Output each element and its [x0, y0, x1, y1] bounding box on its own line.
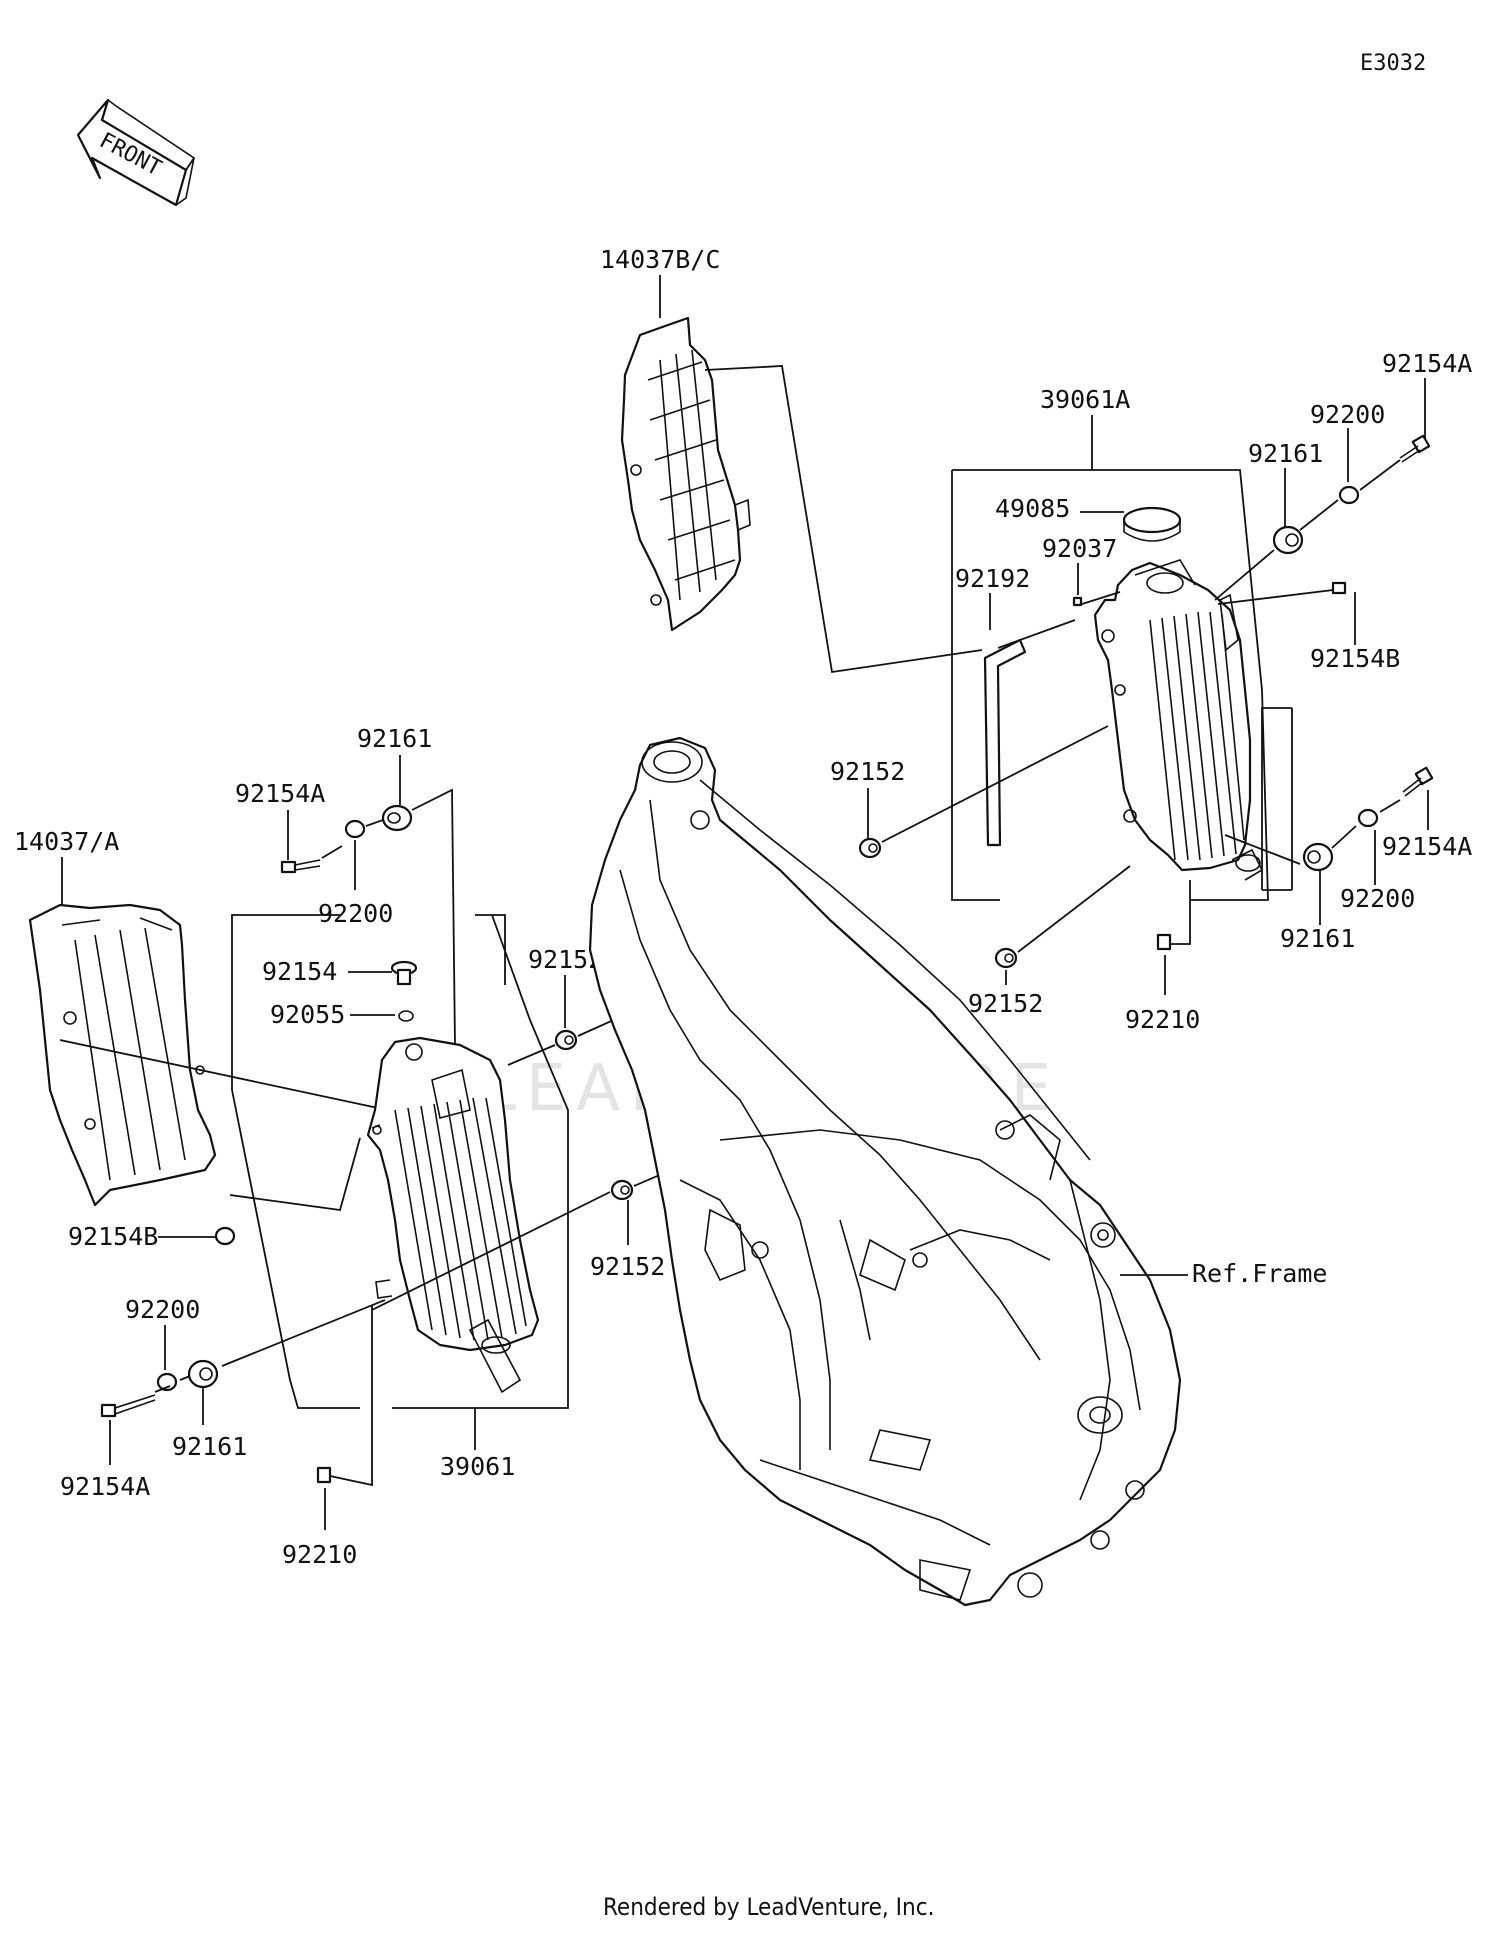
washer-92200-tr-icon	[1338, 485, 1360, 505]
overflow-hose-icon	[983, 638, 1027, 847]
grommet-92161-tr-icon	[1272, 525, 1304, 555]
washer-92200-r-icon	[1357, 808, 1379, 828]
footer-text: Rendered by LeadVenture, Inc.	[603, 1893, 934, 1921]
label-14037a: 14037/A	[14, 827, 119, 856]
label-92037: 92037	[1042, 534, 1117, 563]
leader-14037bc	[659, 275, 983, 674]
leader-92154b-r-axis	[1217, 589, 1334, 605]
washer-92200-l-icon	[344, 819, 366, 839]
radiator-right	[1093, 559, 1264, 881]
leader-14037a-axis	[59, 1039, 379, 1109]
label-ref-frame: Ref.Frame	[1192, 1259, 1327, 1288]
label-92161-l: 92161	[357, 724, 432, 753]
frame	[588, 736, 1182, 1607]
radiator-left	[366, 1036, 540, 1394]
bolt-92154a-l-icon	[280, 859, 321, 874]
grommet-92161-r-icon	[1302, 842, 1334, 872]
bolt-92154a-lb-icon	[100, 1394, 156, 1418]
label-92161-lb: 92161	[172, 1432, 247, 1461]
bolt-92154a-r-icon	[1402, 766, 1434, 797]
label-92154a-lb: 92154A	[60, 1472, 150, 1501]
collar-92152-l1-icon	[554, 1029, 578, 1051]
label-92210-r: 92210	[1125, 1005, 1200, 1034]
nut-92154b-l-icon	[214, 1226, 236, 1246]
label-92200-tr: 92200	[1310, 400, 1385, 429]
leader-lb-axis	[154, 1299, 386, 1393]
leader-l-top-axis	[321, 788, 456, 1046]
label-39061: 39061	[440, 1452, 515, 1481]
label-92154b-r: 92154B	[1310, 644, 1400, 673]
leader-92152-rb-axis	[1017, 865, 1131, 953]
radiator-shroud-left	[28, 903, 217, 1207]
label-92200-r: 92200	[1340, 884, 1415, 913]
grommet-92161-lb-icon	[187, 1359, 219, 1389]
drain-bolt-92154-icon	[390, 960, 418, 986]
bolt-92154a-tr-icon	[1399, 434, 1431, 463]
bracket-39061a	[951, 415, 1269, 901]
radiator-cap-icon	[1122, 506, 1182, 542]
label-92055: 92055	[270, 1000, 345, 1029]
o-ring-92055-icon	[398, 1010, 414, 1022]
label-92154: 92154	[262, 957, 337, 986]
label-92154a-r: 92154A	[1382, 832, 1472, 861]
label-92152-rb: 92152	[968, 989, 1043, 1018]
label-92152-l2: 92152	[590, 1252, 665, 1281]
label-92152-mid: 92152	[830, 757, 905, 786]
label-92161-tr: 92161	[1248, 439, 1323, 468]
label-92200-l: 92200	[318, 899, 393, 928]
bolt-92210-l-icon	[316, 1466, 332, 1484]
label-49085: 49085	[995, 494, 1070, 523]
clamp-92037-icon	[1072, 596, 1083, 607]
nut-92154b-r-icon	[1331, 581, 1347, 595]
label-92154b-l: 92154B	[68, 1222, 158, 1251]
diagram-id: E3032	[1360, 51, 1426, 76]
label-92192: 92192	[955, 564, 1030, 593]
leader-hose-line	[997, 591, 1121, 649]
leader-92210-r-axis	[1170, 880, 1191, 945]
label-92210-l: 92210	[282, 1540, 357, 1569]
leader-tr-axis	[1214, 459, 1401, 601]
label-92161-r: 92161	[1280, 924, 1355, 953]
leader-92152-mid-axis	[881, 725, 1109, 843]
front-arrow-icon: FRONT	[76, 98, 196, 207]
bolt-92210-r-icon	[1156, 933, 1172, 951]
washer-92200-lb-icon	[156, 1372, 178, 1392]
collar-92152-rb-icon	[994, 947, 1018, 969]
label-14037bc: 14037B/C	[600, 245, 720, 274]
label-92154a-tr: 92154A	[1382, 349, 1472, 378]
bracket-r-group	[1261, 707, 1293, 891]
grommet-92161-l-icon	[381, 804, 413, 832]
collar-92152-mid-icon	[858, 837, 882, 859]
collar-92152-l2-icon	[610, 1179, 634, 1201]
bracket-39061	[231, 914, 569, 1409]
label-92200-lb: 92200	[125, 1295, 200, 1324]
leader-92210-l-axis	[329, 1305, 373, 1487]
label-92154a-l: 92154A	[235, 779, 325, 808]
leader-92154b-l-axis	[229, 1137, 361, 1211]
radiator-shroud-right	[620, 316, 751, 632]
label-39061a: 39061A	[1040, 385, 1130, 414]
